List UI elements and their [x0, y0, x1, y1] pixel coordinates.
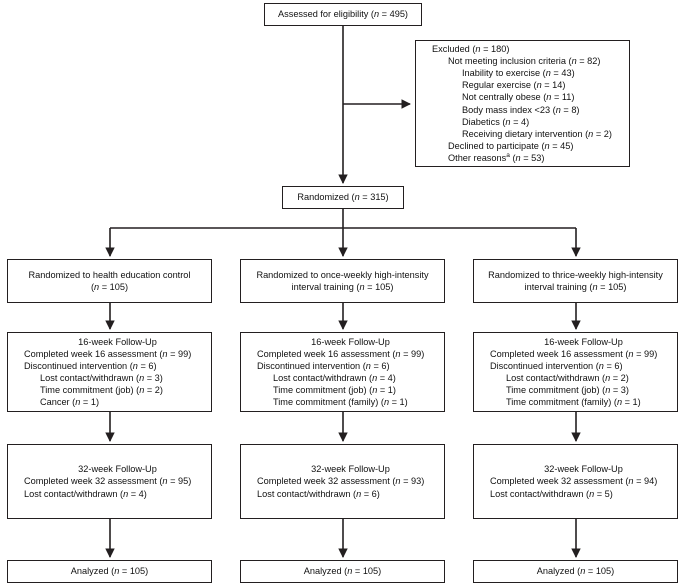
box-header: 32-week Follow-Up	[544, 464, 623, 475]
box-line: Analyzed (n = 105)	[303, 566, 382, 577]
box-line: Analyzed (n = 105)	[536, 566, 615, 577]
box-line: Completed week 32 assessment (n = 93)	[257, 476, 425, 487]
box-line: Completed week 16 assessment (n = 99)	[24, 348, 192, 359]
box-line: Time commitment (job) (n = 3)	[506, 385, 629, 396]
box-line: Not meeting inclusion criteria (n = 82)	[448, 56, 601, 67]
box-line: Lost contact/withdrawn (n = 3)	[40, 373, 163, 383]
box-line: Diabetics (n = 4)	[462, 116, 530, 127]
box-line: Completed week 16 assessment (n = 99)	[490, 348, 658, 359]
box-line: Randomized to thrice-weekly high-intensi…	[488, 269, 663, 280]
box-line: interval training (n = 105)	[291, 282, 394, 292]
box-line: Regular exercise (n = 14)	[462, 80, 566, 91]
box-line: Excluded (n = 180)	[432, 44, 510, 55]
node-assessed-for-eligibility: Assessed for eligibility (n = 495)	[264, 3, 422, 26]
box-header: 16-week Follow-Up	[544, 336, 623, 347]
node-analyzed-once-weekly: Analyzed (n = 105)	[240, 560, 445, 583]
box-line: Receiving dietary intervention (n = 2)	[462, 128, 612, 139]
box-line: Assessed for eligibility (n = 495)	[278, 9, 408, 20]
box-line: Lost contact/withdrawn (n = 4)	[24, 488, 147, 499]
box-line: Lost contact/withdrawn (n = 5)	[490, 488, 613, 499]
box-header: 32-week Follow-Up	[311, 464, 390, 475]
box-line: Declined to participate (n = 45)	[448, 140, 574, 151]
box-line: Randomized (n = 315)	[297, 192, 389, 203]
box-line: Not centrally obese (n = 11)	[462, 92, 575, 103]
box-header: 16-week Follow-Up	[311, 336, 390, 347]
box-line: Body mass index <23 (n = 8)	[462, 104, 580, 115]
box-line: Time commitment (family) (n = 1)	[506, 397, 641, 408]
box-header: 32-week Follow-Up	[78, 464, 157, 475]
box-line: Randomized to health education control	[28, 269, 191, 280]
box-header: 16-week Follow-Up	[78, 336, 157, 347]
node-randomized: Randomized (n = 315)	[282, 186, 404, 209]
node-analyzed-thrice-weekly: Analyzed (n = 105)	[473, 560, 678, 583]
box-line: Lost contact/withdrawn (n = 2)	[506, 373, 629, 383]
box-line: Completed week 16 assessment (n = 99)	[257, 348, 425, 359]
box-line: Other reasonsa (n = 53)	[448, 151, 545, 163]
box-line: Inability to exercise (n = 43)	[462, 68, 575, 79]
box-line: Analyzed (n = 105)	[70, 566, 149, 577]
node-allocation-thrice-weekly-hiit: Randomized to thrice-weekly high-intensi…	[473, 259, 678, 303]
node-excluded: Excluded (n = 180)Not meeting inclusion …	[415, 40, 630, 167]
box-line: Time commitment (job) (n = 1)	[273, 385, 396, 396]
box-line: Completed week 32 assessment (n = 95)	[24, 476, 192, 487]
box-line: Lost contact/withdrawn (n = 4)	[273, 373, 396, 383]
box-line: Lost contact/withdrawn (n = 6)	[257, 488, 380, 499]
node-allocation-health-education-control: Randomized to health education control (n…	[7, 259, 212, 303]
box-line: Discontinued intervention (n = 6)	[257, 360, 390, 371]
box-line: Randomized to once-weekly high-intensity	[256, 269, 429, 280]
box-line: interval training (n = 105)	[524, 282, 627, 292]
node-analyzed-control: Analyzed (n = 105)	[7, 560, 212, 583]
box-line: Time commitment (job) (n = 2)	[40, 385, 163, 396]
box-line: (n = 105)	[90, 282, 129, 292]
box-line: Time commitment (family) (n = 1)	[273, 397, 408, 408]
box-line: Cancer (n = 1)	[40, 397, 99, 408]
box-line: Completed week 32 assessment (n = 94)	[490, 476, 658, 487]
box-line: Discontinued intervention (n = 6)	[24, 360, 157, 371]
node-allocation-once-weekly-hiit: Randomized to once-weekly high-intensity…	[240, 259, 445, 303]
box-line: Discontinued intervention (n = 6)	[490, 360, 623, 371]
